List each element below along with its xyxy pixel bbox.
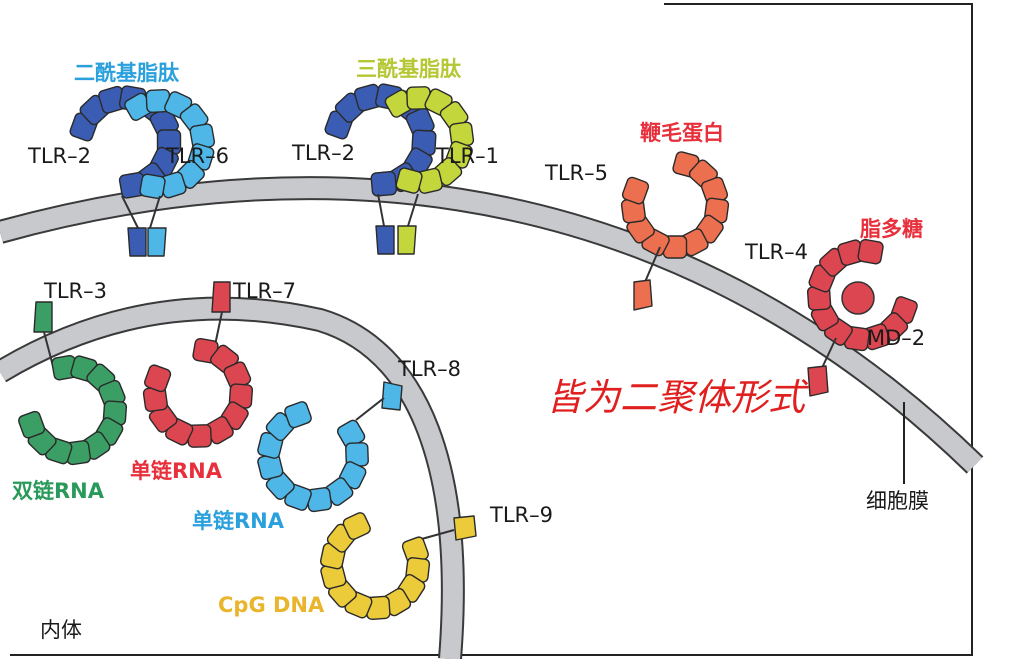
ligand-ssrna-tlr8: 单链RNA — [192, 509, 285, 533]
receptor-tlr8 — [257, 381, 403, 513]
label-cell-membrane: 细胞膜 — [866, 489, 929, 513]
label-tlr9: TLR–9 — [489, 503, 553, 527]
label-tlr4: TLR–4 — [744, 240, 808, 264]
tlr7-horseshoe — [142, 337, 254, 448]
ligand-dsrna: 双链RNA — [12, 479, 105, 503]
tlr3-tm-domain — [33, 301, 53, 333]
tlr6-horseshoe — [124, 89, 216, 200]
ligand-lps: 脂多糖 — [860, 217, 923, 241]
receptor-tlr7 — [142, 281, 254, 448]
diagram-frame — [10, 3, 973, 656]
handwritten-note: 皆为二聚体形式 — [546, 376, 810, 419]
label-tlr3: TLR–3 — [43, 279, 107, 303]
tlr6-tm-domain — [147, 227, 167, 257]
tlr2-tm-domain — [127, 227, 147, 257]
receptor-tlr5 — [620, 151, 730, 311]
tlr1-tm-domain — [397, 225, 417, 255]
tlr4-tm-domain — [807, 365, 829, 397]
label-tlr1: TLR–1 — [435, 144, 499, 168]
tlr8-horseshoe — [257, 401, 369, 513]
cell-membrane — [0, 178, 982, 473]
ligand-cpg-dna: CpG DNA — [218, 593, 325, 617]
receptor-tlr9 — [319, 512, 477, 621]
receptor-tlr3 — [18, 301, 128, 466]
lrr-segment — [18, 410, 46, 439]
lrr-segment — [284, 401, 312, 429]
ligand-flagellin: 鞭毛蛋白 — [640, 121, 724, 145]
tlr2b-tm-domain — [375, 225, 395, 255]
lrr-segment — [144, 364, 172, 393]
tlr5-horseshoe — [620, 151, 730, 259]
tlr8-tm-domain — [381, 381, 403, 411]
label-tlr2-a: TLR–2 — [27, 144, 91, 168]
label-tlr2-b: TLR–2 — [291, 141, 355, 165]
lrr-segment — [139, 173, 166, 200]
lrr-segment — [857, 238, 884, 265]
label-tlr6: TLR–6 — [165, 144, 229, 168]
ligand-diacyl-lipopeptide: 二酰基脂肽 — [74, 61, 180, 85]
receptor-tlr2-tlr6 — [69, 85, 216, 257]
ligand-ssrna-tlr7: 单链RNA — [130, 459, 223, 483]
md2-protein — [841, 281, 875, 315]
lrr-segment — [342, 512, 371, 540]
tlr9-horseshoe — [319, 512, 431, 621]
tlr1-horseshoe — [384, 86, 475, 194]
tlr7-tm-domain — [211, 281, 231, 313]
tlr3-horseshoe — [18, 354, 128, 466]
label-md2: MD–2 — [867, 326, 925, 350]
label-tlr5: TLR–5 — [544, 161, 608, 185]
tlr5-tm-domain — [633, 279, 653, 311]
tlr4-horseshoe — [806, 238, 918, 352]
label-endosome: 内体 — [40, 618, 82, 642]
lrr-segment — [370, 171, 398, 197]
label-tlr7: TLR–7 — [232, 279, 296, 303]
ligand-triacyl-lipopeptide: 三酰基脂肽 — [356, 57, 462, 81]
lrr-segment — [621, 176, 650, 205]
tlr9-tm-domain — [453, 515, 477, 541]
lrr-segment — [395, 167, 423, 194]
endosome-membrane — [0, 298, 463, 659]
label-tlr8: TLR–8 — [397, 357, 461, 381]
receptor-tlr2-tlr1 — [324, 83, 475, 255]
receptor-tlr4 — [806, 238, 918, 397]
